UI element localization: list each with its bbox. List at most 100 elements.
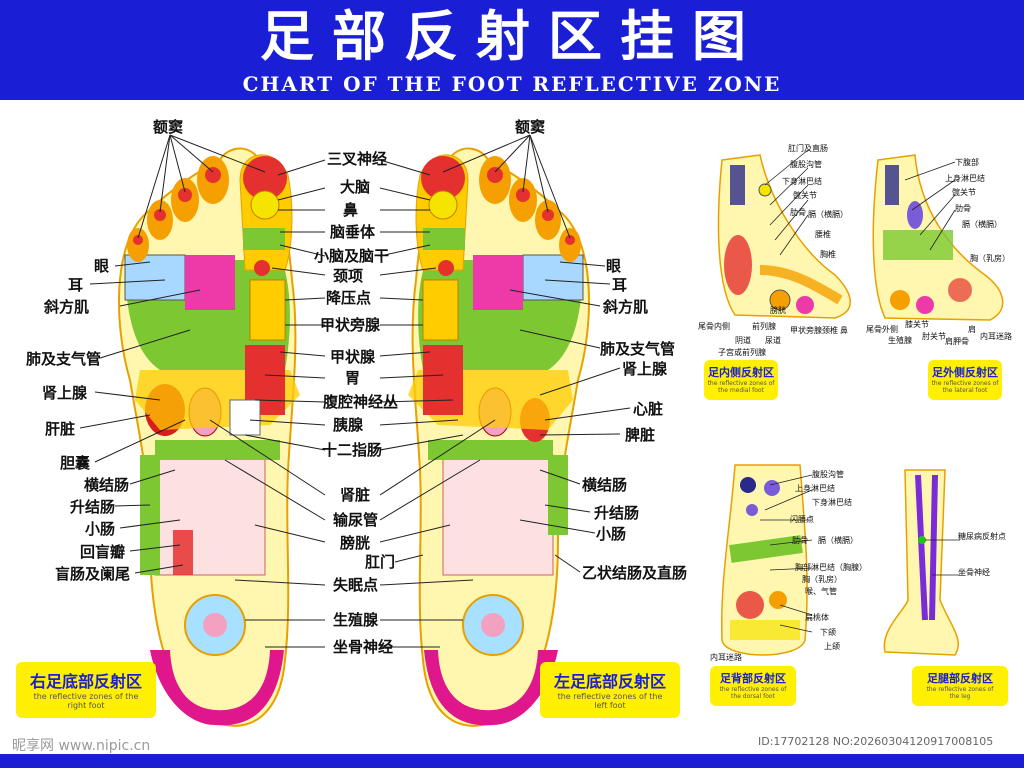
label-r-cecum-appendix: 盲肠及阑尾 [55,565,131,583]
lateral-label-diaphragm: 膈（横膈） [962,220,1002,229]
dorsal-label-upper-jaw: 上颌 [824,642,840,651]
label-l-sigmoid-colon: 乙状结肠及直肠 [582,564,688,582]
caption-leg-sub2: the leg [949,693,971,700]
label-trigeminal: 三叉神经 [327,150,388,168]
dorsal-label-lower-lymph: 下身淋巴结 [812,498,852,507]
dorsal-label-upper-lymph: 上身淋巴结 [795,484,835,493]
dorsal-foot-illustration [720,464,808,656]
label-r-ileocecal: 回盲瓣 [80,543,126,561]
caption-lateral-sub2: the lateral foot [942,387,988,394]
small-leader-lines [760,149,960,633]
left-foot-sole-illustration [408,147,591,727]
lateral-label-gonad: 生殖腺 [888,336,912,345]
label-r-lung: 肺及支气管 [26,350,102,368]
caption-medial-sub2: the medial foot [718,387,764,394]
label-pituitary: 脑垂体 [330,223,376,241]
caption-lateral-title: 足外侧反射区 [932,366,998,379]
label-l-spleen: 脾脏 [625,426,656,444]
label-r-ear: 耳 [68,276,84,294]
lateral-label-inner-ear: 内耳迷路 [980,332,1012,341]
caption-right-foot-sub1: the reflective zones of the [33,692,139,701]
label-bladder: 膀胱 [340,534,371,552]
caption-medial-title: 足内侧反射区 [708,366,774,379]
leg-label-sciatic: 坐骨神经 [958,568,990,577]
label-l-heart: 心脏 [633,400,664,418]
caption-lateral-sub1: the reflective zones of [931,380,999,387]
medial-label-thoracic: 胸椎 [820,250,836,259]
label-insomnia: 失眠点 [333,576,379,594]
leg-label-diabetes: 糖尿病反射点 [958,532,1006,541]
caption-left-foot-sub2: left foot [594,701,626,710]
footer-bar [0,754,1024,768]
label-celiac-plexus: 腹腔神经丛 [323,393,399,411]
caption-medial: 足内侧反射区 the reflective zones of the media… [704,360,778,400]
caption-right-foot-title: 右足底部反射区 [29,672,142,691]
label-left-sinus: 额窦 [515,118,546,136]
medial-label-inguinal: 腹股沟管 [790,160,822,169]
lateral-label-scapula: 肩胛骨 [945,337,969,346]
medial-label-parathyroid: 甲状旁腺 [790,326,822,335]
lateral-label-knee: 膝关节 [905,320,929,329]
dorsal-label-lower-jaw: 下颌 [820,628,836,637]
medial-foot-illustration [717,154,851,319]
caption-dorsal-title: 足背部反射区 [720,672,786,685]
dorsal-label-inner-ear: 内耳迷路 [710,653,742,662]
label-pancreas: 胰腺 [333,416,364,434]
label-r-ascending-colon: 升结肠 [70,498,116,516]
label-l-trapezius: 斜方肌 [603,298,649,316]
label-r-gallbladder: 胆囊 [60,454,91,472]
medial-label-lower-lymph: 下身淋巴结 [782,177,822,186]
watermark-site: 昵享网 www.nipic.cn [12,738,151,754]
lateral-label-elbow: 肘关节 [922,332,946,341]
medial-label-prostate: 前列腺 [752,322,776,331]
caption-lateral: 足外侧反射区 the reflective zones of the later… [928,360,1002,400]
caption-left-foot-sub1: the reflective zones of the [557,692,663,701]
caption-dorsal-sub2: the dorsal foot [731,693,775,700]
caption-leg-title: 足腿部反射区 [927,672,993,685]
lateral-label-chest: 胸（乳房） [970,254,1010,263]
label-thyroid: 甲状腺 [330,348,376,366]
medial-label-hip: 髋关节 [793,191,817,200]
label-brain: 大脑 [340,178,371,196]
label-kidney: 肾脏 [340,486,371,504]
dorsal-label-throat: 喉、气管 [805,587,837,596]
medial-label-vagina: 阴道 [735,336,751,345]
label-r-transverse-colon: 横结肠 [84,476,130,494]
label-gonad: 生殖腺 [333,611,379,629]
label-right-sinus: 额窦 [153,118,184,136]
caption-left-foot-title: 左足底部反射区 [553,672,666,691]
label-sciatic: 坐骨神经 [333,638,394,656]
leader-lines [79,134,631,648]
watermark-id: ID:17702128 NO:20260304120917008105 [758,735,994,748]
label-l-eye: 眼 [606,257,622,275]
medial-label-coccyx: 尾骨内侧 [698,322,730,331]
label-duodenum: 十二指肠 [322,441,383,459]
dorsal-label-thymus: 胸部淋巴结（胸腺） [795,563,867,572]
caption-dorsal: 足背部反射区 the reflective zones of the dorsa… [710,666,796,706]
page-subtitle: CHART OF THE FOOT REFLECTIVE ZONE [242,72,782,96]
dorsal-label-rib: 肋骨 [792,536,808,545]
label-l-small-intestine: 小肠 [596,525,627,543]
label-l-ascending-colon: 升结肠 [594,504,640,522]
dorsal-label-lumbar-point: 闪腰点 [790,515,814,524]
dorsal-label-tonsil: 扁桃体 [805,613,829,622]
lateral-label-upper-lymph: 上身淋巴结 [945,174,985,183]
label-r-liver: 肝脏 [45,420,76,438]
label-r-trapezius: 斜方肌 [44,298,90,316]
label-r-adrenal: 肾上腺 [42,384,88,402]
right-foot-sole-illustration [117,147,300,727]
page-title: 足部反射区挂图 [260,5,764,68]
medial-label-lumbar: 腰椎 [815,230,831,239]
caption-right-foot-sub2: right foot [67,701,105,710]
label-l-ear: 耳 [612,276,628,294]
label-r-eye: 眼 [94,257,110,275]
lateral-label-hip: 髋关节 [952,188,976,197]
medial-label-rib: 肋骨 [790,208,806,217]
medial-label-cervical: 颈椎 [822,326,838,335]
label-bp-point: 降压点 [326,289,372,307]
medial-label-uterus: 子宫或前列腺 [718,348,766,357]
caption-left-foot: 左足底部反射区 the reflective zones of the left… [540,662,680,718]
lateral-label-rib: 肋骨 [955,204,971,213]
label-nose: 鼻 [343,201,359,219]
